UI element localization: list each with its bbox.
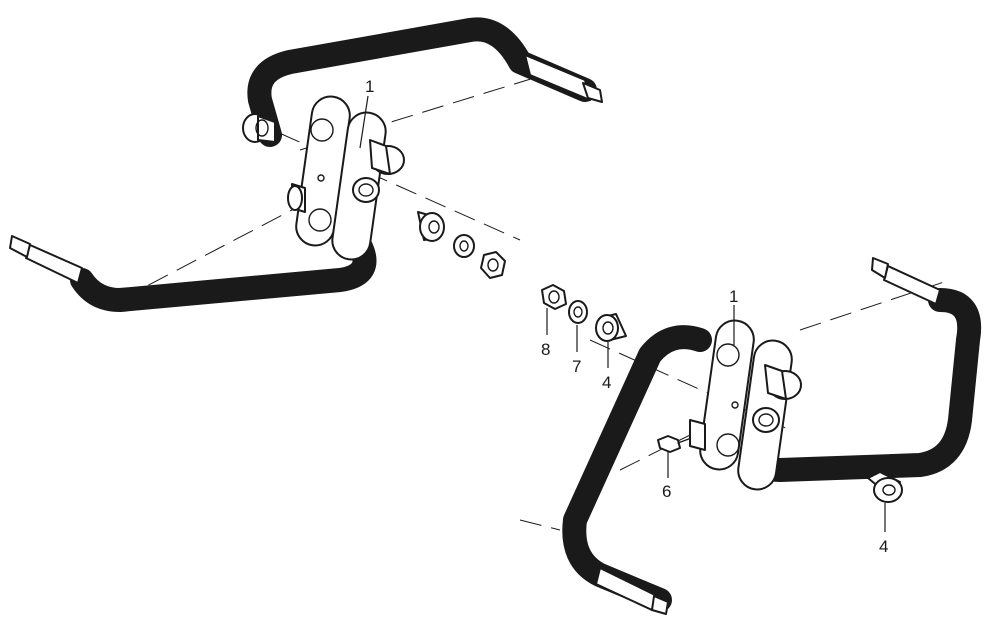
upper-hardware-stack bbox=[417, 211, 506, 279]
upper-stabilizer-bar bbox=[9, 17, 603, 312]
callout-bushing-front: 4 bbox=[602, 373, 611, 392]
callout-leader-top-1 bbox=[359, 95, 369, 149]
callout-washer: 7 bbox=[572, 357, 581, 376]
upper-bar-right-end bbox=[524, 54, 591, 101]
lower-mounting-bracket bbox=[699, 319, 802, 491]
grease-nipple bbox=[657, 419, 706, 453]
upper-bar-left-end bbox=[25, 244, 83, 284]
lower-hardware-stack bbox=[541, 284, 627, 342]
callout-grease-nipple: 6 bbox=[662, 482, 671, 501]
callout-bushing-rear: 4 bbox=[879, 537, 888, 556]
upper-mounting-bracket bbox=[295, 95, 405, 261]
lower-stabilizer-assembly: 1 8 7 4 6 4 bbox=[519, 257, 982, 615]
callout-nut: 8 bbox=[541, 340, 550, 359]
upper-left-bushing bbox=[242, 113, 306, 213]
callout-top-frame: 1 bbox=[365, 77, 374, 96]
upper-stabilizer-assembly: 1 bbox=[9, 17, 603, 312]
lower-axis-line bbox=[519, 279, 951, 531]
rear-bushing bbox=[867, 471, 903, 503]
lower-stabilizer-bar bbox=[562, 257, 982, 615]
lower-bar-right-end bbox=[883, 265, 941, 305]
callout-lower-frame: 1 bbox=[729, 287, 738, 306]
